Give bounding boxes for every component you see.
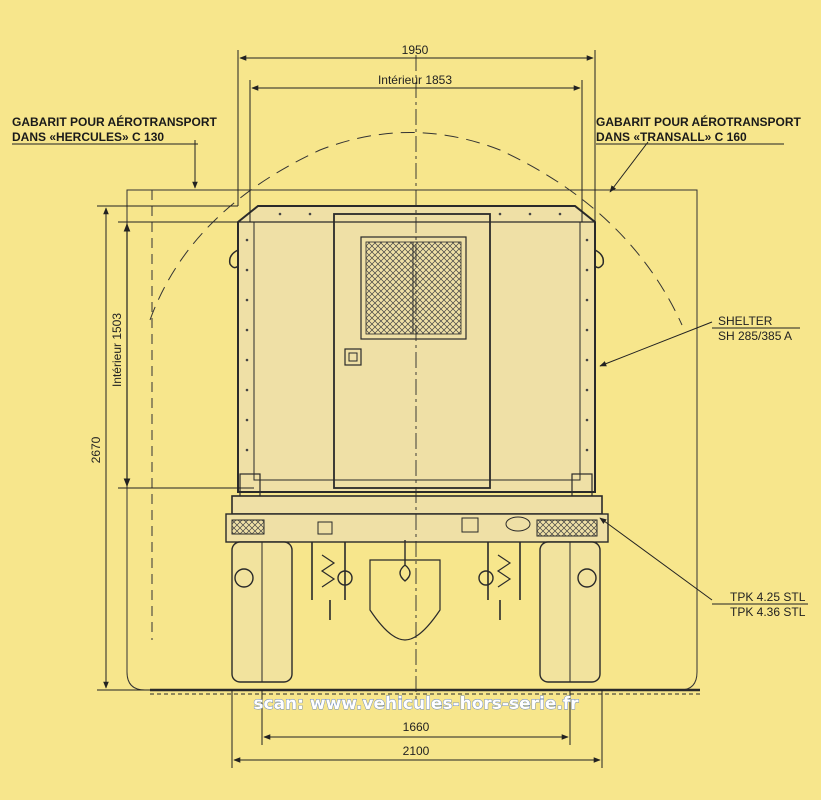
- dim-1950: 1950: [402, 43, 429, 57]
- transall-gauge-arch: [149, 132, 683, 326]
- label-transall-line1: GABARIT POUR AÉROTRANSPORT: [596, 114, 802, 129]
- rivets: [245, 212, 589, 452]
- dimension-lines: [97, 50, 603, 768]
- label-trailer-line1: TPK 4.25 STL: [730, 590, 806, 604]
- shelter-door: [333, 213, 491, 489]
- dim-1660: 1660: [403, 720, 430, 734]
- leader-lines: [192, 140, 713, 601]
- watermark: scan: www.vehicules-hors-serie.fr: [253, 694, 579, 714]
- label-trailer-line2: TPK 4.36 STL: [730, 605, 806, 619]
- label-hercules-line2: DANS «HERCULES» C 130: [12, 130, 164, 144]
- dim-interior-1503: Intérieur 1503: [110, 313, 124, 387]
- label-transall-line2: DANS «TRANSALL» C 160: [596, 130, 747, 144]
- label-hercules-line1: GABARIT POUR AÉROTRANSPORT: [12, 114, 218, 129]
- dim-2670: 2670: [89, 436, 103, 463]
- label-shelter-line2: SH 285/385 A: [718, 329, 792, 343]
- dim-interior-1853: Intérieur 1853: [378, 73, 452, 87]
- trailer-chassis: [225, 495, 609, 683]
- label-shelter-line1: SHELTER: [718, 314, 773, 328]
- dim-2100: 2100: [403, 744, 430, 758]
